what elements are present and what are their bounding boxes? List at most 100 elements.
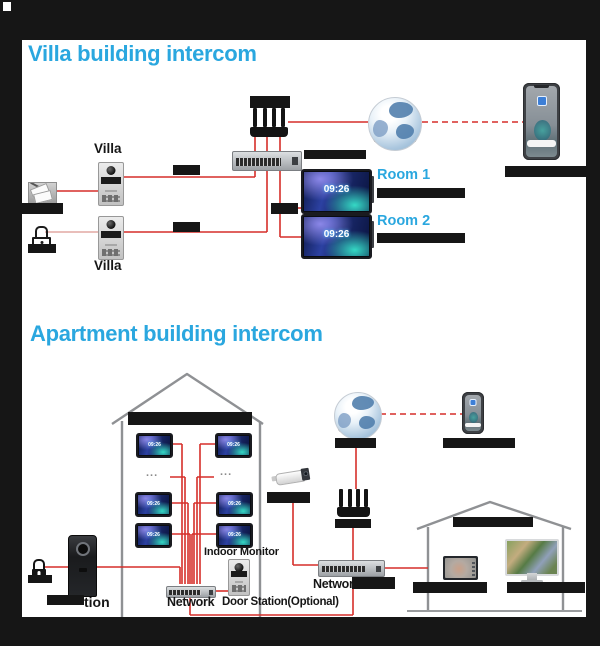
redaction-bar: [28, 575, 52, 583]
redaction-bar: [413, 582, 487, 593]
antenna-icon: [348, 489, 352, 507]
redaction-bar: [507, 582, 585, 593]
antenna-icon: [281, 108, 285, 127]
globe-land: [389, 102, 413, 118]
redaction-bar: [173, 222, 200, 232]
door-station-partial-label: tion: [84, 594, 110, 610]
phone-screen: [465, 395, 481, 431]
indoor-monitor-room2: 09:26: [301, 214, 372, 259]
redaction-bar: [352, 577, 395, 589]
frame-top: [0, 0, 600, 40]
monitor-wallpaper: [219, 526, 250, 545]
globe-land: [396, 124, 414, 139]
door-button: [105, 244, 117, 246]
internet-globe-icon: [368, 97, 422, 151]
door-display: [101, 177, 121, 184]
globe-land: [373, 120, 388, 137]
monitor-clock: 09:26: [323, 184, 350, 195]
apartment-monitor: 09:26: [135, 492, 172, 517]
router-device-2: [337, 489, 370, 517]
antenna-icon: [339, 489, 343, 507]
wire-floor2: [168, 502, 216, 584]
door-keypad: [102, 249, 120, 256]
pc-base: [521, 580, 543, 583]
keyfob-cards-icon: [28, 182, 57, 204]
apartment-monitor: 09:26: [136, 433, 173, 458]
lock-shackle: [33, 559, 45, 569]
door-button: [235, 581, 243, 583]
monitor-wallpaper: [304, 172, 369, 211]
app-icon: [536, 96, 547, 106]
monitor-wallpaper: [219, 495, 250, 514]
internet-globe-icon-2: [334, 392, 382, 440]
door-display: [101, 231, 121, 238]
door-speaker: [78, 568, 87, 572]
redaction-bar: [128, 412, 252, 425]
wire-floor3: [168, 533, 216, 584]
antenna-icon: [253, 108, 257, 127]
door-keypad: [232, 585, 246, 592]
lock-shackle: [35, 226, 48, 237]
monitor-clock: 09:26: [148, 442, 161, 448]
camera-lens: [300, 467, 311, 481]
switch-ports: [169, 590, 202, 595]
door-station-label-top: Villa: [94, 141, 122, 156]
monitor-clock: 09:26: [228, 501, 241, 507]
router-body: [337, 507, 370, 517]
antenna-icon: [272, 108, 276, 127]
redaction-bar: [453, 517, 533, 527]
apartment-monitor: 09:26: [135, 523, 172, 548]
door-station-optional-label: Door Station(Optional): [222, 596, 339, 608]
monitor-clock: 09:26: [147, 501, 160, 507]
optional-door-station: [228, 559, 250, 596]
monitor-buttons: [472, 560, 475, 576]
room1-label: Room 1: [377, 167, 431, 183]
network-label-right: Networ: [313, 577, 354, 591]
redaction-bar: [443, 438, 515, 448]
wire-floor-future: [170, 476, 214, 584]
monitor-wallpaper: [139, 436, 170, 455]
switch-tag: [375, 565, 382, 573]
phone-screen-image: [533, 120, 551, 142]
door-camera-icon: [106, 166, 116, 175]
redaction-bar: [271, 203, 298, 214]
monitor-clock: 09:26: [147, 532, 160, 538]
indoor-monitor-room1: 09:26: [301, 169, 372, 214]
pc-stand: [527, 573, 537, 580]
door-display: [231, 571, 247, 577]
router-body: [250, 127, 288, 137]
redaction-bar: [47, 595, 84, 605]
monitor-wallpaper: [138, 495, 169, 514]
indoor-monitor-label: Indoor Monitor: [204, 546, 279, 558]
monitor-clock: 09:26: [323, 229, 350, 240]
frame-right: [586, 40, 600, 646]
door-camera-icon: [106, 220, 116, 229]
redaction-bar: [22, 203, 63, 214]
app-icon: [469, 399, 477, 406]
smartphone-bottom: [462, 392, 484, 434]
redaction-bar: [173, 165, 200, 175]
switch-ports: [322, 566, 366, 573]
door-button: [105, 190, 117, 192]
ellipsis-right: ...: [220, 466, 233, 478]
ellipsis-left: ...: [146, 467, 159, 479]
redaction-bar: [250, 96, 290, 108]
redaction-bar: [377, 233, 465, 243]
globe-land: [352, 396, 374, 410]
lock-icon: [32, 559, 46, 579]
villa-door-station-1: [98, 162, 124, 206]
monitor-clock: 09:26: [228, 532, 241, 538]
monitor-clock: 09:26: [227, 442, 240, 448]
monitor-wallpaper: [218, 436, 249, 455]
redaction-bar: [377, 188, 465, 198]
door-camera-icon: [234, 563, 244, 572]
frame-bottom: [0, 617, 600, 646]
monitor-wallpaper: [138, 526, 169, 545]
redaction-bar: [28, 244, 56, 253]
redaction-bar: [335, 519, 371, 528]
house-indoor-monitor: [443, 556, 478, 580]
antenna-icon: [356, 489, 360, 507]
antenna-icon: [364, 489, 368, 507]
wire-floor1: [168, 443, 215, 584]
